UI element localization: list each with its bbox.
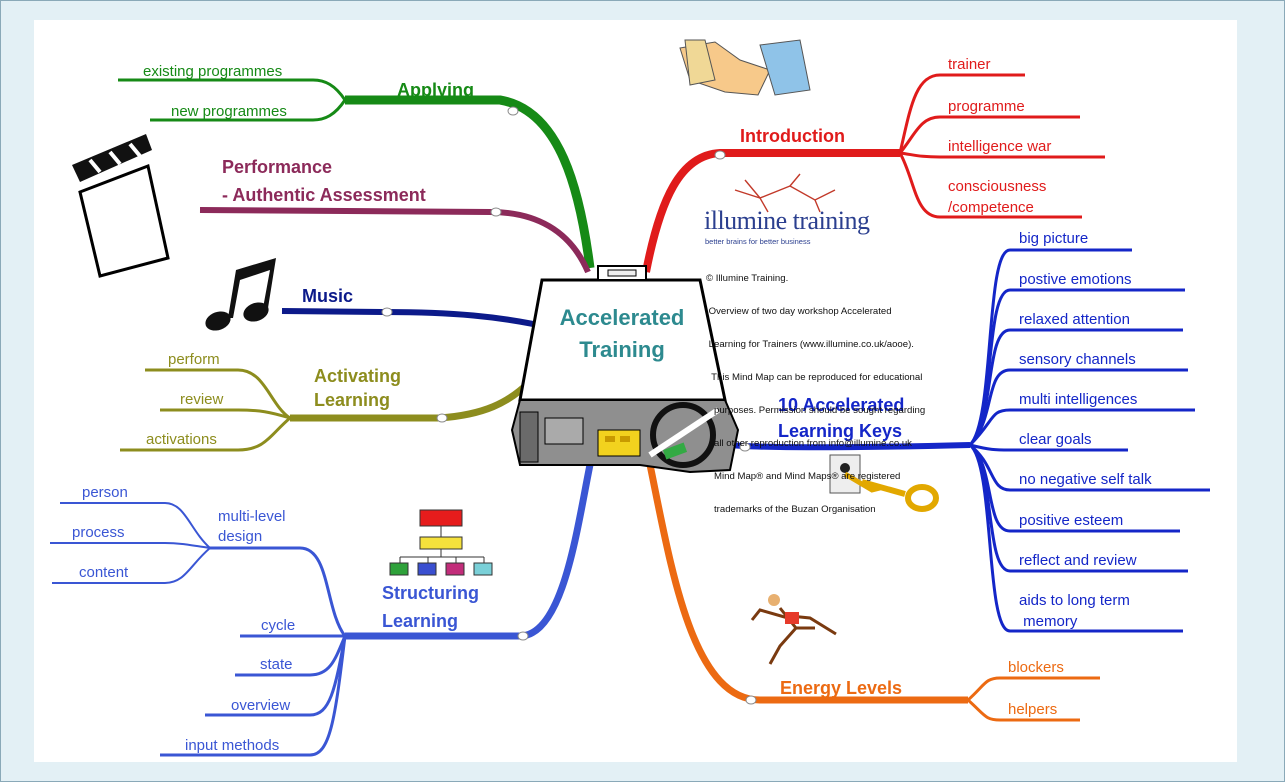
structuring-item-4: input methods	[185, 737, 279, 754]
introduction-item-3: intelligence war	[948, 138, 1051, 155]
brain-icon	[734, 173, 836, 213]
keys-item-10b: memory	[1019, 613, 1078, 630]
keys-item-9: reflect and review	[1019, 552, 1137, 569]
performance-title-line1: Performance	[222, 157, 332, 177]
keys-item-7: no negative self talk	[1019, 471, 1152, 488]
structuring-title-line2: Learning	[382, 611, 458, 631]
keys-item-5: multi intelligences	[1019, 391, 1137, 408]
center-dashboard-icon	[510, 265, 740, 474]
keys-item-4: sensory channels	[1019, 351, 1136, 368]
structuring-design-item-3: content	[79, 564, 129, 581]
center-title-line1: Accelerated	[560, 305, 685, 330]
introduction-title: Introduction	[740, 126, 845, 146]
illumine-logo: illumine training	[704, 206, 870, 235]
branch-nodes	[381, 106, 757, 705]
handshake-icon	[679, 39, 811, 96]
introduction-item-4: consciousness	[948, 178, 1046, 195]
copyright-line: all other reproduction from info@illumin…	[706, 438, 912, 449]
introduction-branch	[642, 73, 1105, 273]
applying-branch	[118, 78, 595, 269]
illumine-tagline: better brains for better business	[705, 237, 811, 246]
performance-branch	[199, 207, 591, 274]
music-branch	[281, 308, 553, 331]
key-icon	[829, 454, 939, 512]
keys-item-2: postive emotions	[1019, 271, 1132, 288]
music-note-icon	[205, 258, 276, 331]
copyright-line: purposes. Permission should be sought re…	[706, 405, 926, 416]
structuring-design-line2: design	[218, 528, 262, 545]
structuring-item-2: state	[260, 656, 293, 673]
energy-branch	[644, 454, 1100, 722]
introduction-item-5: /competence	[948, 199, 1034, 216]
applying-item-1: existing programmes	[143, 63, 282, 80]
energy-item-1: blockers	[1008, 659, 1064, 676]
copyright-line: Overview of two day workshop Accelerated	[706, 306, 892, 317]
energy-title: Energy Levels	[780, 678, 902, 698]
copyright-line: © Illumine Training.	[706, 273, 789, 284]
org-chart-icon	[389, 509, 493, 576]
keys-item-1: big picture	[1019, 230, 1088, 247]
copyright-notice: © Illumine Training. Overview of two day…	[706, 251, 1006, 526]
structuring-item-3: overview	[231, 697, 290, 714]
labels: Accelerated Training Applying existing p…	[72, 56, 1152, 754]
structuring-branch	[50, 454, 596, 757]
copyright-line: trademarks of the Buzan Organisation	[706, 504, 876, 515]
structuring-title-line1: Structuring	[382, 583, 479, 603]
activating-item-2: review	[180, 391, 224, 408]
keys-title-line1: 10 Accelerated	[778, 395, 904, 415]
structuring-item-1: cycle	[261, 617, 295, 634]
structuring-design-item-2: process	[72, 524, 125, 541]
structuring-design-item-1: person	[82, 484, 128, 501]
structuring-design-line1: multi-level	[218, 508, 286, 525]
activating-item-3: activations	[146, 431, 217, 448]
keys-item-8: positive esteem	[1019, 512, 1123, 529]
runner-icon	[750, 594, 837, 665]
music-title: Music	[302, 286, 353, 306]
activating-title-line1: Activating	[314, 366, 401, 386]
energy-item-2: helpers	[1008, 701, 1057, 718]
copyright-line: Mind Map® and Mind Maps® are registered	[706, 471, 901, 482]
introduction-item-2: programme	[948, 98, 1025, 115]
keys-title-line2: Learning Keys	[778, 421, 902, 441]
activating-title-line2: Learning	[314, 390, 390, 410]
clapperboard-icon	[72, 134, 170, 278]
center-title-line2: Training	[579, 337, 665, 362]
introduction-item-1: trainer	[948, 56, 991, 73]
activating-item-1: perform	[168, 351, 220, 368]
applying-title: Applying	[397, 80, 474, 100]
copyright-line: Learning for Trainers (www.illumine.co.u…	[706, 339, 914, 350]
keys-item-3: relaxed attention	[1019, 311, 1130, 328]
keys-item-10a: aids to long term	[1019, 592, 1130, 609]
keys-item-6: clear goals	[1019, 431, 1092, 448]
applying-item-2: new programmes	[171, 103, 287, 120]
copyright-line: This Mind Map can be reproduced for educ…	[706, 372, 923, 383]
performance-title-line2: - Authentic Assessment	[222, 185, 426, 205]
